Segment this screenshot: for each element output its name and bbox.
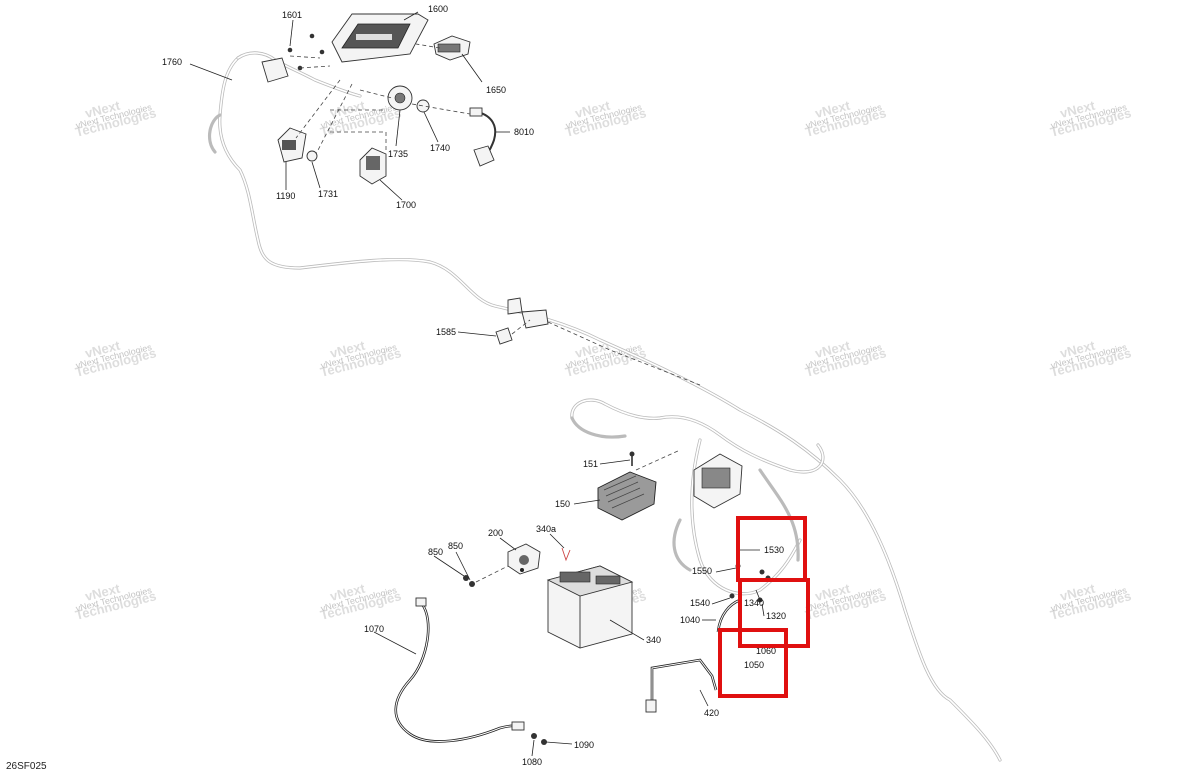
- callout-1040: 1040: [680, 615, 700, 625]
- bolt-151: [629, 449, 681, 471]
- callout-1340: 1340: [744, 598, 764, 608]
- callout-1735: 1735: [388, 149, 408, 159]
- callout-1090: 1090: [574, 740, 594, 750]
- callout-340: 340: [646, 635, 661, 645]
- relay-1585: [495, 297, 701, 386]
- callout-8010: 8010: [514, 127, 534, 137]
- fuse-box: [693, 453, 743, 509]
- wiring-harness: [207, 51, 1002, 762]
- callout-850-left: 850: [428, 547, 443, 557]
- callout-1740: 1740: [430, 143, 450, 153]
- callout-1540: 1540: [690, 598, 710, 608]
- callout-200: 200: [488, 528, 503, 538]
- instrument-cluster: [331, 13, 429, 63]
- ignition-switch: [387, 85, 413, 111]
- highlight-box-1050: [718, 628, 788, 698]
- connector-bracket-top: [261, 57, 289, 83]
- callout-1650: 1650: [486, 85, 506, 95]
- callout-1530: 1530: [764, 545, 784, 555]
- switch-1700: [359, 147, 387, 185]
- callout-1601: 1601: [282, 10, 302, 20]
- callout-340a: 340a: [536, 524, 556, 534]
- callout-1731: 1731: [318, 189, 338, 199]
- callout-labels: 1601 1600 1650 1760 8010 1735 1740 1731 …: [162, 4, 786, 767]
- voltage-regulator-150: [597, 471, 657, 521]
- callout-1700: 1700: [396, 200, 416, 210]
- cap-1740: [416, 99, 430, 113]
- highlight-boxes: [718, 516, 810, 698]
- callout-420: 420: [704, 708, 719, 718]
- diagram-code: 26SF025: [6, 761, 47, 772]
- cluster-screws: [287, 33, 325, 71]
- callout-150: 150: [555, 499, 570, 509]
- callout-1585: 1585: [436, 327, 456, 337]
- key-8010: [469, 107, 497, 167]
- clip-1731: [306, 150, 318, 162]
- callout-1070: 1070: [364, 624, 384, 634]
- battery-340: [546, 565, 634, 649]
- vent-340a: [561, 547, 571, 562]
- nuts-850: [463, 565, 509, 587]
- switch-1190: [277, 127, 307, 163]
- callout-1600: 1600: [428, 4, 448, 14]
- callout-1550: 1550: [692, 566, 712, 576]
- fasteners-right: [729, 563, 771, 603]
- callout-1050: 1050: [744, 660, 764, 670]
- highlight-box-1320: [738, 578, 810, 648]
- callout-1060: 1060: [756, 646, 776, 656]
- callout-151: 151: [583, 459, 598, 469]
- cable-1070: [394, 597, 547, 745]
- callout-1760: 1760: [162, 57, 182, 67]
- callout-1320: 1320: [766, 611, 786, 621]
- callout-850-right: 850: [448, 541, 463, 551]
- connector-1650: [433, 35, 471, 61]
- dashed-leaders-top: [289, 43, 471, 155]
- callout-1190: 1190: [276, 191, 295, 201]
- starter-solenoid-200: [507, 543, 541, 575]
- cable-420: [645, 598, 741, 713]
- callout-leaders: [189, 11, 765, 757]
- callout-1080: 1080: [522, 757, 542, 767]
